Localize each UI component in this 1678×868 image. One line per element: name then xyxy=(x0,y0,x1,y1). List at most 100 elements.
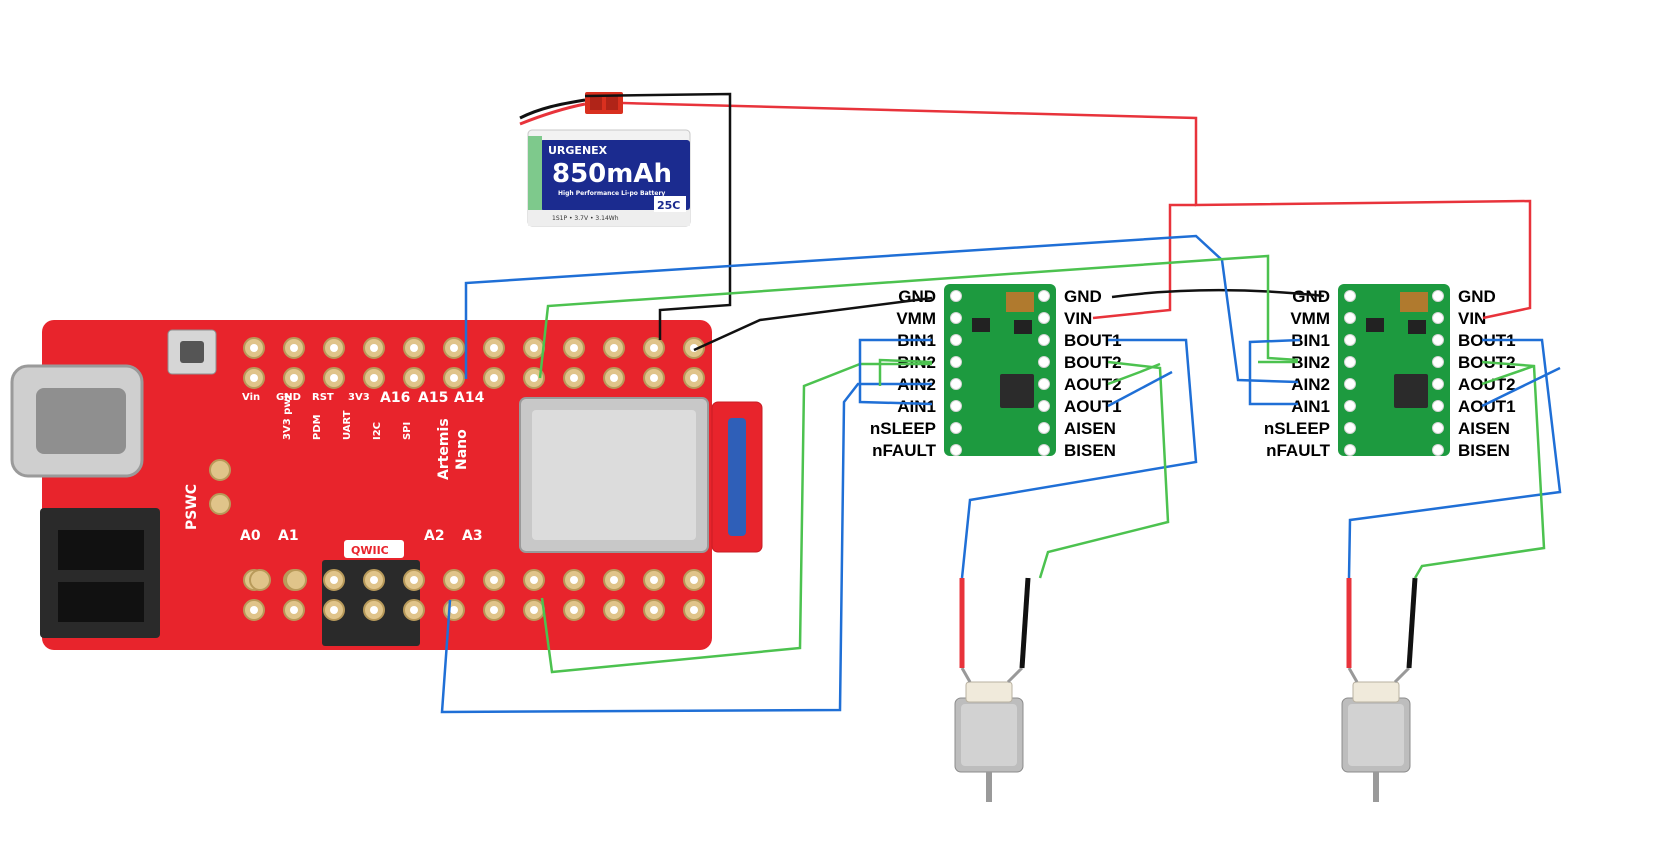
wire-gnd-battery xyxy=(584,92,732,340)
driver-pad xyxy=(1344,378,1356,390)
driver-pad xyxy=(1344,444,1356,456)
driver-pad xyxy=(1432,312,1444,324)
driver-pad xyxy=(1038,422,1050,434)
dc-motor-1 xyxy=(954,666,1024,802)
battery-rating: 25C xyxy=(657,199,680,212)
driver-pad xyxy=(1344,422,1356,434)
battery-capacity: 850mAh xyxy=(552,159,672,189)
driver1-pin-vmm: VMM xyxy=(896,309,936,328)
driver2-pin-aout1: AOUT1 xyxy=(1458,397,1516,416)
driver2-pin-bin2: BIN2 xyxy=(1291,353,1330,372)
driver-pad xyxy=(950,356,962,368)
label-a3: A3 xyxy=(462,528,483,544)
driver1-pin-aout1: AOUT1 xyxy=(1064,397,1122,416)
driver1-pin-vin: VIN xyxy=(1064,309,1092,328)
driver1-pin-bisen: BISEN xyxy=(1064,441,1116,460)
board-title-line1: Artemis xyxy=(436,418,452,480)
driver-pad xyxy=(1038,444,1050,456)
wire-bout1-motor2 xyxy=(1347,338,1562,579)
label-a15: A15 xyxy=(418,390,448,406)
wire-green-ain2-2 xyxy=(538,254,1299,379)
lipo-battery: URGENEX 850mAh High Performance Li-po Ba… xyxy=(519,92,691,227)
label-rst: RST xyxy=(312,392,334,403)
driver-pad xyxy=(1038,334,1050,346)
driver2-pin-nfault: nFAULT xyxy=(1266,441,1331,460)
wire-blue-ain1-1 xyxy=(440,382,932,714)
label-3v3: 3V3 xyxy=(348,392,370,403)
driver1-pin-aisen: AISEN xyxy=(1064,419,1116,438)
driver1-pin-bout2: BOUT2 xyxy=(1064,353,1122,372)
label-a2: A2 xyxy=(424,528,445,544)
driver2-pin-aout2: AOUT2 xyxy=(1458,375,1516,394)
wire-vin-driver1 xyxy=(1092,203,1196,320)
driver1-pin-aout2: AOUT2 xyxy=(1064,375,1122,394)
wire-aout-motor2 xyxy=(1413,360,1546,579)
driver2-pin-gnd: GND xyxy=(1292,287,1330,306)
pswc-label: PSWC xyxy=(184,484,200,530)
qwiic-label: QWIIC xyxy=(351,544,389,557)
battery-spec: 1S1P • 3.7V • 3.14Wh xyxy=(552,215,619,222)
label-a14: A14 xyxy=(454,390,485,406)
driver-pad xyxy=(1038,356,1050,368)
driver-pad xyxy=(950,290,962,302)
svg-text:UART: UART xyxy=(342,410,353,440)
battery-brand: URGENEX xyxy=(548,144,608,157)
driver1-pin-gnd: GND xyxy=(1064,287,1102,306)
label-a1: A1 xyxy=(278,528,299,544)
driver1-pin-ain1: AIN1 xyxy=(897,397,936,416)
label-vin: Vin xyxy=(242,392,260,403)
label-gnd: GND xyxy=(276,392,301,403)
driver-pad xyxy=(1344,334,1356,346)
motor-driver-1 xyxy=(944,284,1056,456)
svg-text:I2C: I2C xyxy=(372,422,383,440)
wire-gnd-board xyxy=(693,296,933,352)
driver-pad xyxy=(1432,422,1444,434)
dc-motor-2 xyxy=(1341,666,1411,802)
wire-bout1-motor1 xyxy=(960,338,1198,579)
svg-text:SPI: SPI xyxy=(402,422,413,440)
label-a16: A16 xyxy=(380,390,410,406)
driver1-pin-bout1: BOUT1 xyxy=(1064,331,1122,350)
driver2-pin-gnd: GND xyxy=(1458,287,1496,306)
driver-pad xyxy=(1432,400,1444,412)
label-a0: A0 xyxy=(240,528,261,544)
driver1-pin-gnd: GND xyxy=(898,287,936,306)
driver-pad xyxy=(1038,312,1050,324)
driver-pad xyxy=(950,400,962,412)
wires xyxy=(440,92,1562,714)
driver1-pin-nsleep: nSLEEP xyxy=(870,419,936,438)
driver-pad xyxy=(1432,290,1444,302)
driver-pad xyxy=(950,444,962,456)
driver-pad xyxy=(950,312,962,324)
driver-pad xyxy=(1432,378,1444,390)
antenna xyxy=(728,418,746,536)
driver-pad xyxy=(1344,400,1356,412)
driver2-pin-vmm: VMM xyxy=(1290,309,1330,328)
driver2-pin-ain2: AIN2 xyxy=(1291,375,1330,394)
driver-pad xyxy=(1432,334,1444,346)
driver-pad xyxy=(1344,290,1356,302)
wire-green-ain2-1 xyxy=(540,362,932,674)
driver-pad xyxy=(1038,378,1050,390)
driver-pad xyxy=(1038,290,1050,302)
wire-blue-ain1-2 xyxy=(464,234,1299,384)
battery-subtitle: High Performance Li-po Battery xyxy=(558,190,665,197)
driver-pad xyxy=(950,422,962,434)
driver-pad xyxy=(950,334,962,346)
wire-vin-driver2 xyxy=(622,101,1532,320)
driver-pad xyxy=(1344,356,1356,368)
driver2-pin-nsleep: nSLEEP xyxy=(1264,419,1330,438)
wire-gnd-chain xyxy=(1111,288,1325,299)
driver1-pin-nfault: nFAULT xyxy=(872,441,937,460)
driver2-pin-bin1: BIN1 xyxy=(1291,331,1330,350)
driver-pad xyxy=(1344,312,1356,324)
motor-driver-2 xyxy=(1338,284,1450,456)
driver2-pin-ain1: AIN1 xyxy=(1291,397,1330,416)
driver2-pin-bisen: BISEN xyxy=(1458,441,1510,460)
driver-pad xyxy=(950,378,962,390)
driver-pad xyxy=(1432,356,1444,368)
artemis-nano-board: QWIIC PSWC 3V3 pwr PDM UART I2C SPI Arte… xyxy=(10,320,763,650)
svg-text:3V3 pwr: 3V3 pwr xyxy=(282,393,293,440)
